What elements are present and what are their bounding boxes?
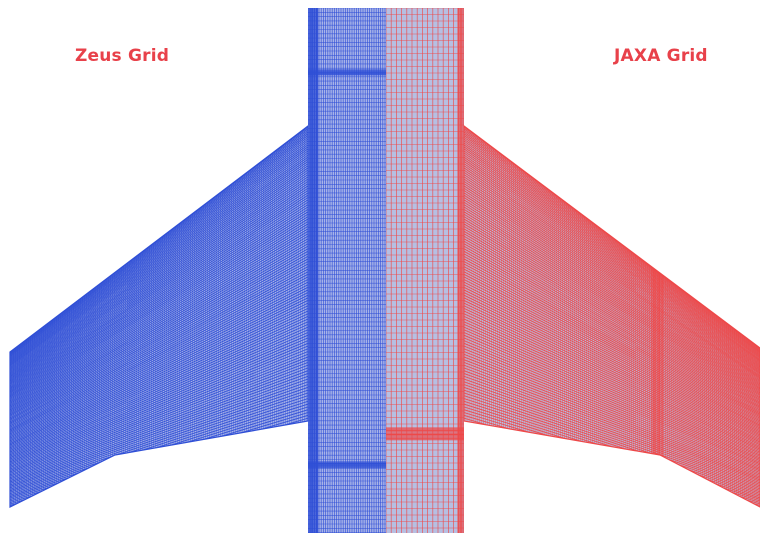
jaxa-fuselage-mesh (386, 8, 464, 533)
jaxa-grid-label: JAXA Grid (614, 46, 708, 66)
zeus-fuselage-mesh (308, 8, 386, 533)
jaxa-right-wing-mesh (463, 124, 760, 508)
zeus-grid-label: Zeus Grid (75, 46, 170, 66)
zeus-left-wing-mesh (9, 124, 309, 508)
